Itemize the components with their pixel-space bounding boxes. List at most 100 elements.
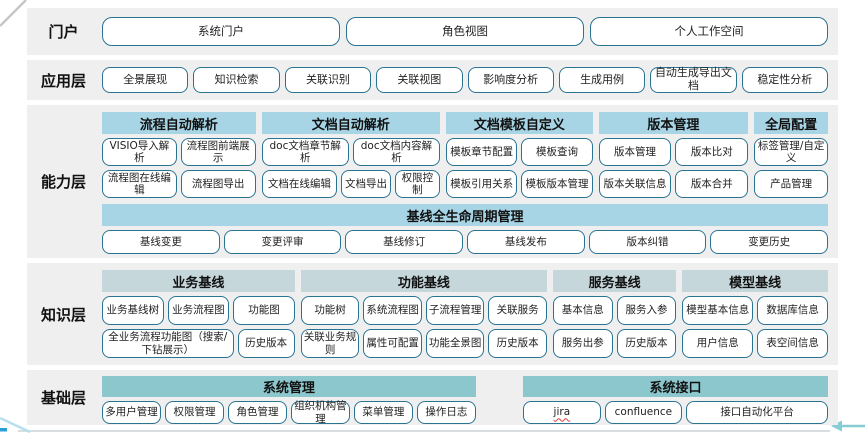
knowledge-button-row: 全业务流程功能图（搜索/下钻展示）历史版本 — [102, 329, 295, 358]
capability-group-process-parse: 流程自动解析 VISIO导入解析流程图前端展示 流程图在线编辑流程图导出 — [102, 112, 256, 199]
base-node: 操作日志 — [416, 401, 476, 424]
capability-node: VISIO导入解析 — [102, 138, 177, 167]
capability-button-row: 模板章节配置模板查询 — [446, 138, 593, 167]
capability-node: 版本合并 — [675, 170, 749, 199]
knowledge-node: 服务出参 — [552, 329, 613, 358]
knowledge-node: 系统流程图 — [363, 296, 422, 325]
portal-node: 个人工作空间 — [590, 17, 828, 46]
base-node: 多用户管理 — [102, 401, 161, 424]
application-node: 关联视图 — [376, 67, 463, 93]
portal-node: 角色视图 — [346, 17, 584, 46]
application-node: 影响度分析 — [467, 67, 554, 93]
capability-node: 产品管理 — [754, 170, 828, 199]
capability-node: 标签管理/自定义 — [754, 138, 828, 167]
capability-button-row: 版本关联信息版本合并 — [598, 170, 749, 199]
capability-node: 版本管理 — [598, 138, 672, 167]
capability-node: 模板章节配置 — [446, 138, 518, 167]
knowledge-button-row: 功能树系统流程图子流程管理关联服务 — [300, 296, 547, 325]
knowledge-node: 历史版本 — [237, 329, 295, 358]
application-node: 稳定性分析 — [741, 67, 828, 93]
application-node: 关联识别 — [284, 67, 372, 93]
capability-node: 流程图前端展示 — [180, 138, 256, 167]
baseline-node: 基线发布 — [467, 230, 585, 255]
capability-node: 权限控制 — [394, 170, 441, 199]
base-group-system-mgmt: 系统管理 多用户管理权限管理角色管理组织机构管理菜单管理操作日志 — [102, 376, 476, 425]
baseline-lifecycle-section: 基线全生命周期管理 基线变更变更评审基线修订基线发布版本纠错变更历史 — [102, 204, 829, 255]
knowledge-group-model-baseline: 模型基线 模型基本信息数据库信息 用户信息表空间信息 — [682, 270, 828, 358]
base-button-row: 多用户管理权限管理角色管理组织机构管理菜单管理操作日志 — [102, 400, 476, 425]
base-node: 组织机构管理 — [290, 400, 350, 425]
capability-groups: 流程自动解析 VISIO导入解析流程图前端展示 流程图在线编辑流程图导出 文档自… — [102, 112, 828, 199]
portal-buttons: 系统门户角色视图个人工作空间 — [100, 8, 838, 55]
capability-node: 文档导出 — [341, 170, 391, 199]
layer-row-capability: 能力层 流程自动解析 VISIO导入解析流程图前端展示 流程图在线编辑流程图导出… — [27, 105, 838, 258]
knowledge-node: 模型基本信息 — [682, 296, 754, 325]
baseline-button-row: 基线变更变更评审基线修订基线发布版本纠错变更历史 — [102, 230, 829, 255]
knowledge-node: 全业务流程功能图（搜索/下钻展示） — [102, 329, 234, 358]
baseline-node: 变更评审 — [223, 230, 342, 255]
knowledge-button-row: 基本信息服务入参 — [552, 296, 677, 325]
capability-node: 模板查询 — [521, 138, 593, 167]
baseline-node: 基线变更 — [102, 230, 220, 255]
application-node: 生成用例 — [558, 67, 646, 93]
layer-label-knowledge: 知识层 — [40, 305, 86, 324]
knowledge-node: 功能图 — [233, 296, 295, 325]
application-node: 自动生成导出文档 — [650, 67, 737, 93]
capability-group-header: 全局配置 — [754, 112, 828, 134]
knowledge-group-header: 模型基线 — [682, 270, 828, 292]
capability-node: 模板版本管理 — [521, 170, 593, 199]
application-node: 知识检索 — [193, 67, 280, 93]
baseline-lifecycle-header: 基线全生命周期管理 — [102, 204, 828, 227]
bottom-divider — [18, 430, 830, 432]
knowledge-node: 业务流程图 — [167, 296, 230, 325]
layer-label-capability: 能力层 — [40, 173, 86, 191]
capability-button-row: 模板引用关系模板版本管理 — [446, 170, 593, 199]
capability-group-global-config: 全局配置 标签管理/自定义 产品管理 — [754, 112, 828, 199]
capability-node: 版本比对 — [675, 138, 749, 167]
capability-button-row: 文档在线编辑文档导出权限控制 — [261, 170, 441, 199]
knowledge-node: 子流程管理 — [425, 296, 485, 325]
layer-row-base: 基础层 系统管理 多用户管理权限管理角色管理组织机构管理菜单管理操作日志 系统接… — [27, 370, 838, 425]
knowledge-group-business-baseline: 业务基线 业务基线树业务流程图功能图 全业务流程功能图（搜索/下钻展示）历史版本 — [102, 270, 295, 358]
layer-row-application: 应用层 全景展现知识检索关联识别关联视图影响度分析生成用例自动生成导出文档稳定性… — [27, 60, 838, 100]
capability-group-header: 流程自动解析 — [102, 112, 256, 134]
base-node: 角色管理 — [227, 401, 287, 424]
capability-node: doc文档内容解析 — [352, 138, 441, 167]
layer-label-application: 应用层 — [40, 71, 86, 90]
knowledge-node: 历史版本 — [488, 329, 547, 358]
capability-node: 流程图导出 — [180, 170, 256, 199]
knowledge-node: 关联服务 — [488, 296, 547, 325]
knowledge-node: 属性可配置 — [363, 329, 422, 358]
knowledge-group-function-baseline: 功能基线 功能树系统流程图子流程管理关联服务 关联业务规则属性可配置功能全景图历… — [300, 270, 547, 358]
capability-node: doc文档章节解析 — [261, 138, 349, 167]
application-buttons: 全景展现知识检索关联识别关联视图影响度分析生成用例自动生成导出文档稳定性分析 — [100, 60, 838, 100]
knowledge-node: 功能树 — [300, 296, 360, 325]
capability-button-row: 产品管理 — [754, 170, 828, 199]
knowledge-button-row: 关联业务规则属性可配置功能全景图历史版本 — [300, 329, 547, 358]
knowledge-node: 服务入参 — [616, 296, 677, 325]
knowledge-node: 数据库信息 — [757, 296, 828, 325]
capability-button-row: VISIO导入解析流程图前端展示 — [102, 138, 256, 167]
layer-row-portal: 门户 系统门户角色视图个人工作空间 — [27, 8, 838, 55]
capability-button-row: 流程图在线编辑流程图导出 — [102, 170, 256, 199]
application-node: 全景展现 — [102, 67, 189, 93]
base-node: confluence — [604, 401, 683, 424]
base-node: jira — [523, 401, 601, 424]
capability-node: 版本关联信息 — [598, 170, 672, 199]
knowledge-group-header: 功能基线 — [300, 270, 547, 292]
capability-group-version-mgmt: 版本管理 版本管理版本比对 版本关联信息版本合并 — [598, 112, 749, 199]
base-node: 接口自动化平台 — [686, 401, 828, 424]
knowledge-group-header: 服务基线 — [552, 270, 677, 292]
portal-node: 系统门户 — [102, 17, 340, 46]
baseline-node: 版本纠错 — [588, 230, 707, 255]
knowledge-node: 用户信息 — [682, 329, 754, 358]
knowledge-button-row: 业务基线树业务流程图功能图 — [102, 296, 295, 325]
base-group-header: 系统接口 — [523, 376, 828, 397]
capability-button-row: 版本管理版本比对 — [598, 138, 749, 167]
knowledge-button-row: 服务出参历史版本 — [552, 329, 677, 358]
base-node: 权限管理 — [164, 401, 224, 424]
knowledge-node: 基本信息 — [552, 296, 613, 325]
